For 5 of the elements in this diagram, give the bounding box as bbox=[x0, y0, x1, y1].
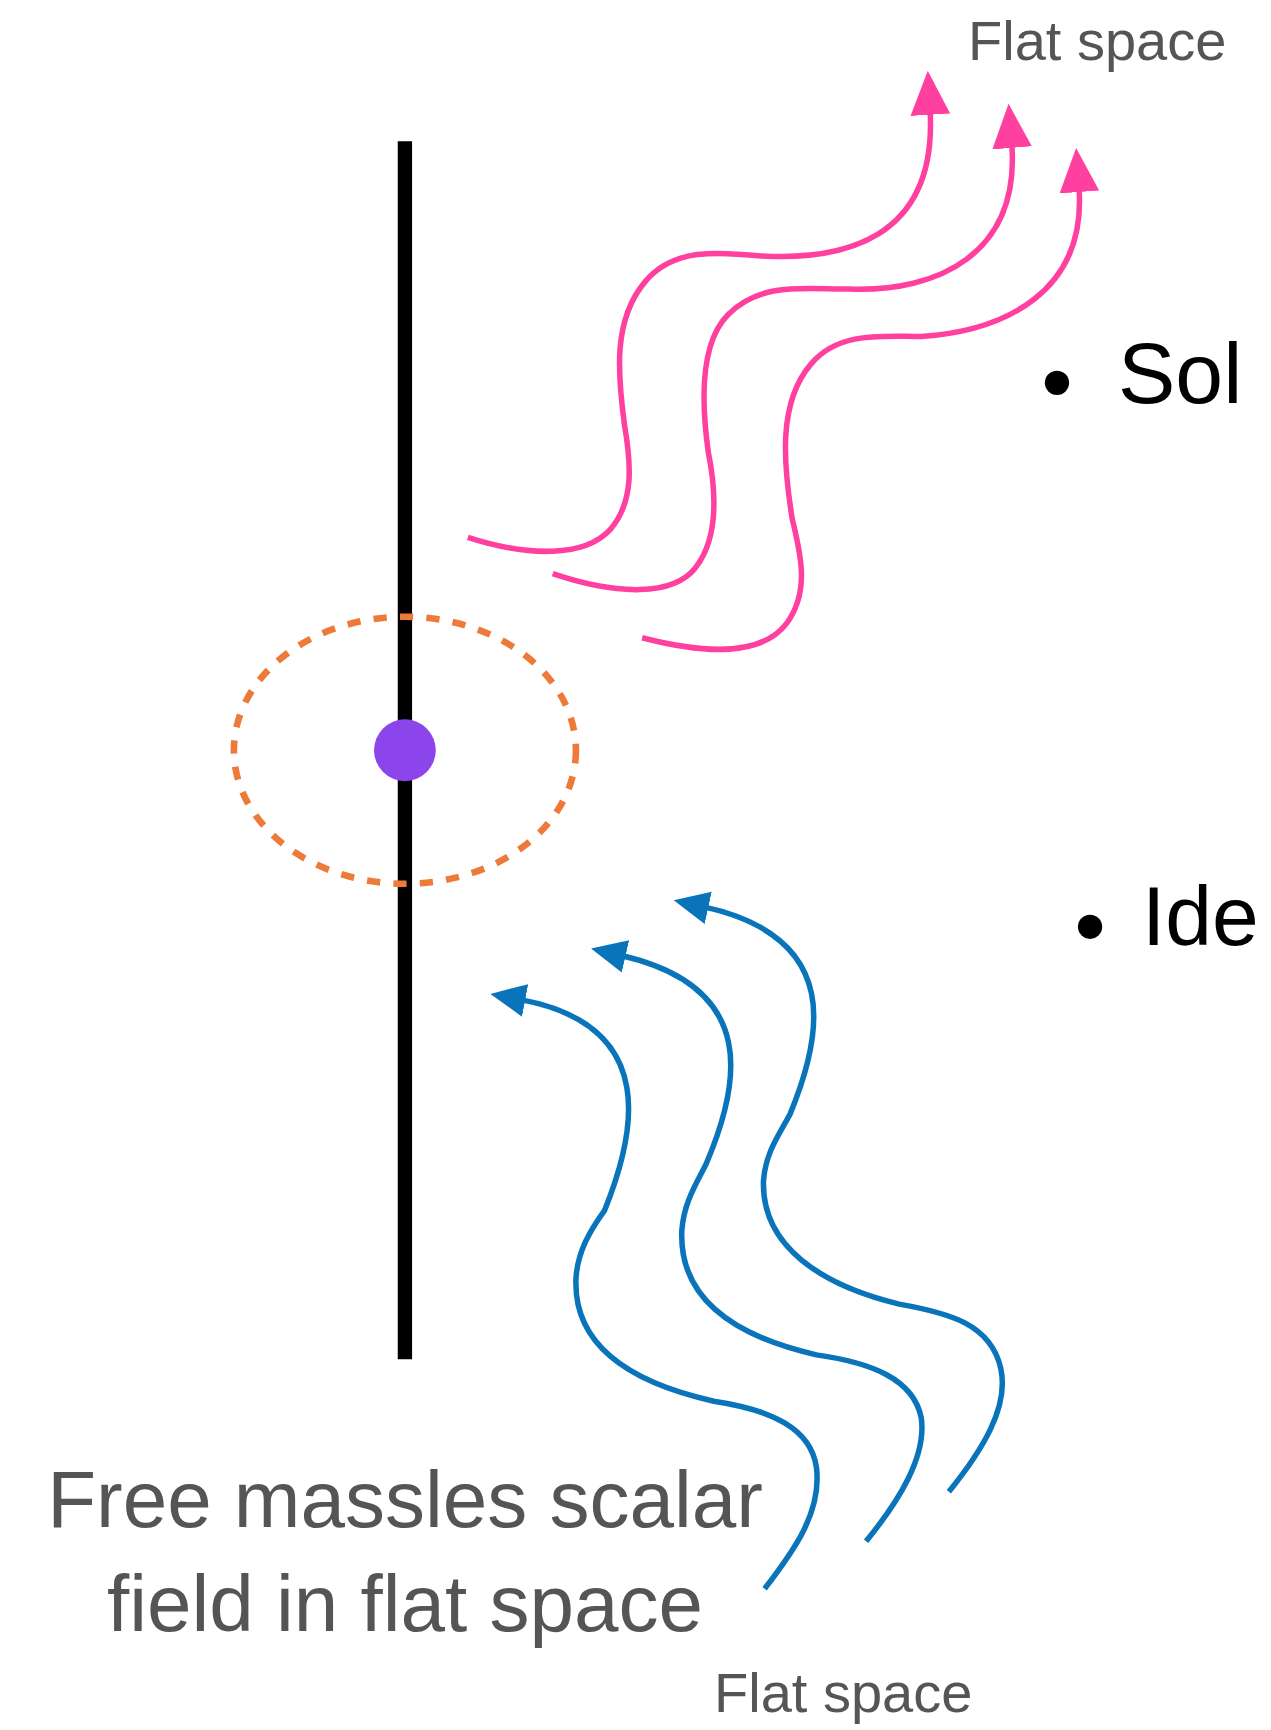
field-caption: Free massles scalar field in flat space bbox=[46, 1454, 764, 1650]
bullet-text: Ide bbox=[1142, 868, 1259, 965]
region-label: Flat space bbox=[714, 1660, 973, 1725]
region-label: Flat space bbox=[968, 8, 1227, 73]
bullet-text: Sol bbox=[1118, 324, 1243, 423]
